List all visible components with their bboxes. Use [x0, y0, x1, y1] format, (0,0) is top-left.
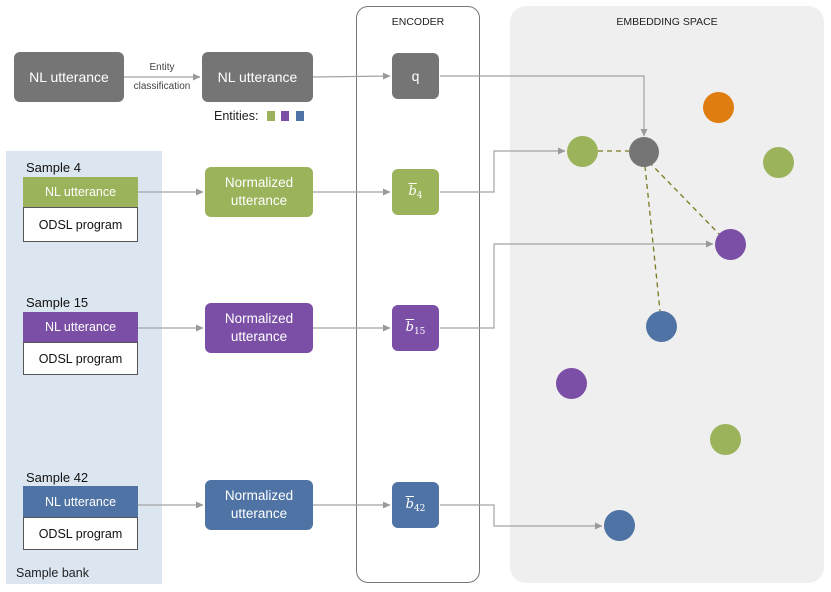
- entities-legend: Entities:: [214, 109, 304, 123]
- embedding-point-blue-sample42: [604, 510, 635, 541]
- sample-42-normalized-line2: utterance: [230, 506, 288, 521]
- sample-4-odsl-program: ODSL program: [23, 207, 138, 242]
- sample-42-normalized-utterance: Normalized utterance: [205, 480, 313, 530]
- encoder-panel: [356, 6, 480, 583]
- sample-15-normalized-line2: utterance: [230, 329, 288, 344]
- embedding-space-title: EMBEDDING SPACE: [616, 16, 718, 28]
- sample-15-encoded-vector: b15: [392, 305, 439, 351]
- sample-4-normalized-utterance: Normalized utterance: [205, 167, 313, 217]
- sample-4-nl-utterance: NL utterance: [23, 177, 138, 207]
- entity-classification-label-line2: classification: [133, 81, 191, 92]
- sample-42-vector-subscript: 42: [413, 503, 426, 514]
- entity-blue-swatch: [295, 111, 304, 121]
- distance-line-blue: [644, 165, 661, 312]
- embedding-point-query: [629, 137, 659, 167]
- input-nl-utterance: NL utterance: [14, 52, 124, 102]
- sample-15-odsl-program: ODSL program: [23, 342, 138, 375]
- embedding-point-orange: [703, 92, 734, 123]
- entity-green-swatch: [266, 111, 275, 121]
- embedding-point-purple-2: [556, 368, 587, 399]
- embedding-point-blue-1: [646, 311, 677, 342]
- sample-42-odsl-program: ODSL program: [23, 517, 138, 550]
- sample-15-title: Sample 15: [26, 295, 89, 310]
- sample-4-vector-letter: b: [408, 183, 417, 199]
- arrow-b4-to-embedding: [440, 147, 566, 193]
- sample-15-vector-letter: b: [405, 319, 414, 335]
- sample-4-title: Sample 4: [26, 160, 81, 175]
- embedding-point-green-2: [763, 147, 794, 178]
- sample-4-encoded-vector: b4: [392, 169, 439, 215]
- distance-line-purple: [648, 161, 722, 237]
- arrow-b15-to-embedding: [440, 240, 714, 329]
- query-vector-q: q: [392, 53, 439, 99]
- sample-42-encoded-vector: b42: [392, 482, 439, 528]
- classified-nl-utterance: NL utterance: [202, 52, 313, 102]
- sample-15-nl-utterance: NL utterance: [23, 312, 138, 342]
- encoder-title: ENCODER: [391, 16, 445, 28]
- arrow-to-query-encoder: [312, 72, 391, 80]
- sample-15-normalized-line1: Normalized: [224, 311, 294, 326]
- embedding-point-green-sample4: [567, 136, 598, 167]
- embedding-space-panel: [510, 6, 824, 583]
- sample-15-normalized-utterance: Normalized utterance: [205, 303, 313, 353]
- sample-42-nl-utterance: NL utterance: [23, 486, 138, 517]
- arrow-q-to-embedding: [440, 75, 648, 137]
- sample-4-normalized-line2: utterance: [230, 193, 288, 208]
- sample-15-vector-subscript: 15: [413, 326, 426, 337]
- arrow-b42-to-embedding: [440, 504, 603, 530]
- sample-bank-label: Sample bank: [16, 566, 89, 580]
- sample-4-normalized-line1: Normalized: [224, 175, 294, 190]
- embedding-point-purple-sample15: [715, 229, 746, 260]
- sample-42-vector-letter: b: [405, 496, 414, 512]
- entity-purple-swatch: [281, 111, 290, 121]
- entities-label: Entities:: [214, 109, 259, 123]
- sample-42-title: Sample 42: [26, 470, 89, 485]
- entity-classification-label-line1: Entity: [149, 62, 175, 73]
- sample-4-vector-subscript: 4: [416, 190, 423, 201]
- embedding-point-green-3: [710, 424, 741, 455]
- sample-42-normalized-line1: Normalized: [224, 488, 294, 503]
